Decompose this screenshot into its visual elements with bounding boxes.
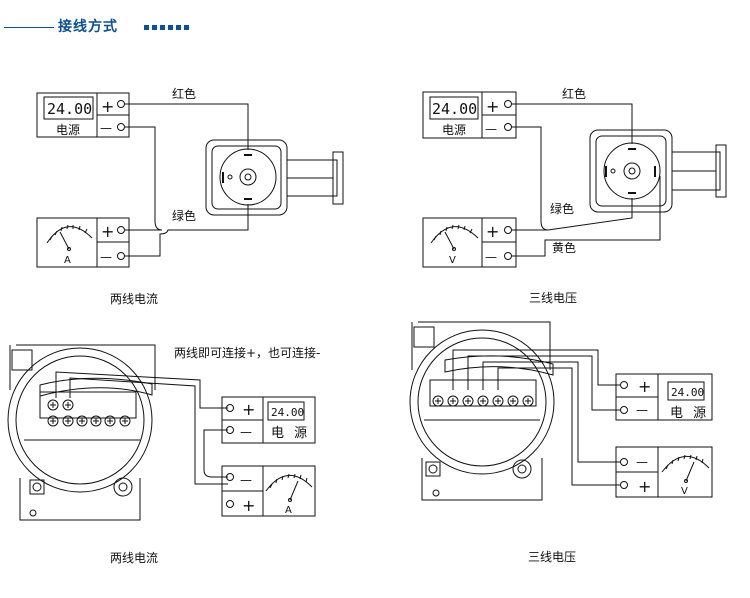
minus-sign: — (100, 121, 112, 135)
label-green-wire: 绿色 (550, 201, 574, 216)
minus-sign: — (240, 473, 252, 487)
wire-yellow (512, 176, 661, 257)
transmitter-housing (7, 344, 156, 521)
wire-minus (467, 355, 620, 411)
caption: 两线电流 (110, 551, 158, 565)
caption: 三线电压 (528, 550, 576, 564)
power-label: 电源 (56, 123, 80, 137)
label-green-wire: 绿色 (172, 208, 196, 223)
title-dots (144, 25, 189, 30)
power-display: 24.00 (671, 386, 704, 399)
diagram-top-right: 24.00 电源 + — V + — (422, 86, 727, 305)
minus-sign: — (636, 455, 648, 469)
connector-plug (589, 129, 727, 213)
power-supply: 24.00 电源 + — (36, 92, 130, 138)
plus-sign: + (242, 400, 255, 419)
terminal-plus (226, 404, 234, 412)
plus-sign: + (486, 97, 499, 116)
wire-plus (55, 371, 228, 409)
voltmeter: V — + (615, 446, 713, 498)
plus-sign: + (101, 222, 114, 241)
minus-sign: — (100, 250, 112, 264)
label-yellow-wire: 黄色 (552, 241, 576, 255)
wire-red (125, 103, 249, 150)
terminal-plus (620, 481, 628, 489)
terminal-minus (504, 252, 512, 260)
page-title: 接线方式 (58, 19, 118, 35)
caption: 三线电压 (529, 291, 577, 305)
terminal-minus (226, 426, 234, 434)
diagram-bottom-right: 24.00 电 源 + — V — + 三线电压 (409, 321, 713, 564)
wire-plus (452, 349, 620, 390)
terminal-plus (226, 500, 234, 508)
label-red-wire: 红色 (562, 86, 586, 101)
terminal-plus (504, 100, 512, 108)
plus-sign: + (638, 377, 651, 396)
wire-loop (203, 429, 228, 478)
meter-unit: V (681, 486, 688, 497)
power-display: 24.00 (271, 406, 304, 419)
minus-sign: — (485, 250, 497, 264)
wire-minus (69, 377, 228, 485)
power-supply: 24.00 电源 + — (422, 91, 517, 139)
plus-sign: + (242, 496, 255, 515)
power-label: 电源 (442, 123, 466, 137)
power-label: 电 源 (271, 426, 310, 441)
terminal-minus (504, 123, 512, 131)
minus-sign: — (240, 425, 252, 439)
wire-green (125, 204, 249, 257)
wire-red (512, 103, 633, 144)
wire-loop (512, 126, 549, 231)
ammeter: A — + (221, 465, 316, 517)
note-text: 两线即可连接+，也可连接- (174, 345, 320, 360)
label-red-wire: 红色 (172, 86, 196, 101)
diagram-bottom-left: 两线即可连接+，也可连接- 24.00 电 源 + — A — + (7, 344, 320, 565)
title-rule (4, 27, 54, 28)
plus-sign: + (101, 97, 114, 116)
terminal-minus (117, 252, 125, 260)
plus-sign: + (638, 477, 651, 496)
voltmeter: V + — (422, 217, 517, 268)
terminal-plus (620, 381, 628, 389)
terminal-minus (117, 123, 125, 131)
plus-sign: + (486, 222, 499, 241)
meter-unit: V (449, 255, 456, 266)
transmitter-housing (409, 321, 555, 501)
connector-plug (205, 139, 344, 216)
terminal-minus (620, 458, 628, 466)
terminal-plus (117, 226, 125, 234)
power-display: 24.00 (432, 100, 477, 118)
wire-signal (482, 361, 620, 463)
power-supply: 24.00 电 源 + — (221, 396, 316, 444)
terminal-plus (117, 100, 125, 108)
ammeter: A + — (36, 217, 130, 268)
caption: 两线电流 (110, 292, 158, 306)
terminal-minus (226, 473, 234, 481)
wire-loop (125, 126, 163, 231)
terminal-minus (620, 406, 628, 414)
meter-unit: A (64, 255, 71, 266)
wire-green (547, 198, 633, 231)
terminal-plus (504, 226, 512, 234)
power-display: 24.00 (47, 100, 92, 118)
power-label: 电 源 (670, 406, 709, 421)
diagram-top-left: 24.00 电源 + — A + — (36, 86, 344, 306)
meter-unit: A (285, 505, 292, 516)
minus-sign: — (636, 403, 648, 417)
power-supply: 24.00 电 源 + — (615, 373, 713, 421)
minus-sign: — (485, 122, 497, 136)
wire-return (497, 367, 620, 486)
